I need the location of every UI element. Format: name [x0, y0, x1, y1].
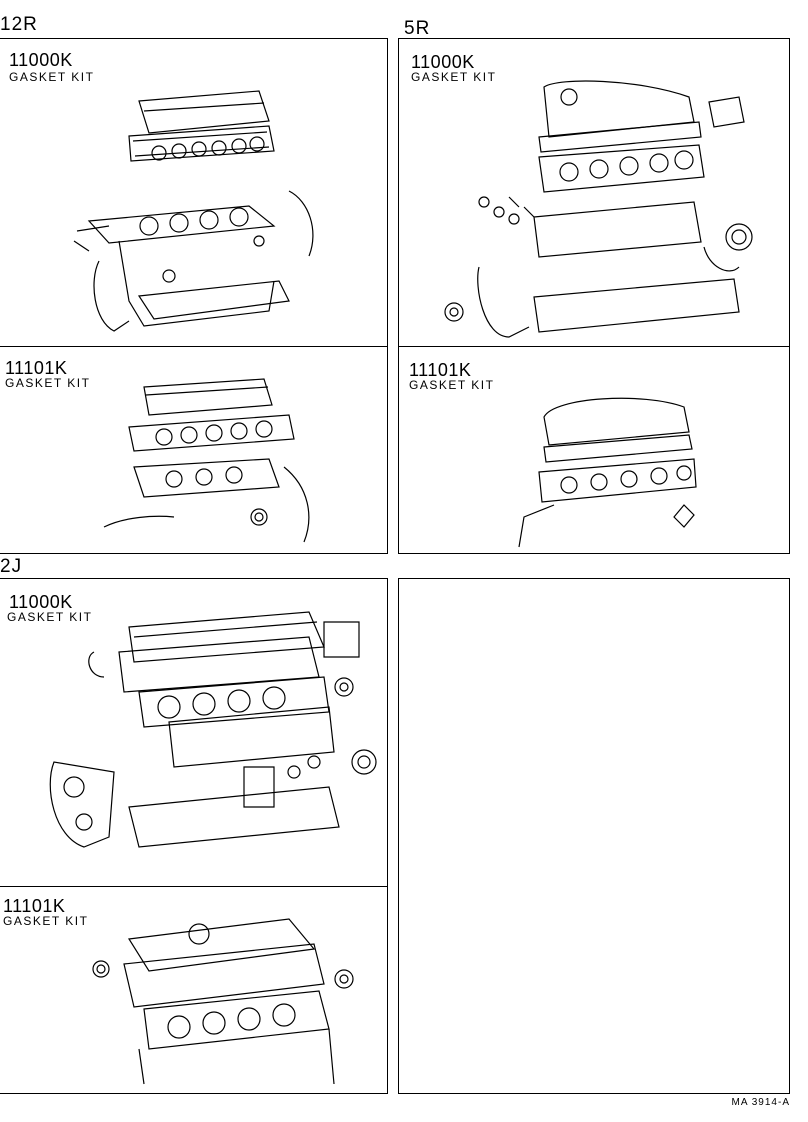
- part-code: 11101K: [409, 360, 472, 380]
- part-description: GASKET KIT: [9, 70, 95, 84]
- kit-5r-11101k: 11101K GASKET KIT: [399, 346, 789, 554]
- part-description: GASKET KIT: [7, 610, 93, 624]
- kit-5r-11000k: 11000K GASKET KIT: [399, 39, 789, 347]
- head-gasket-set-illustration: [89, 899, 379, 1089]
- part-description: GASKET KIT: [3, 914, 89, 928]
- section-label-12r: 12R: [0, 14, 38, 35]
- head-gasket-set-illustration: [514, 387, 714, 549]
- kit-2j-11000k: 11000K GASKET KIT: [0, 579, 387, 887]
- engine-gasket-set-illustration: [439, 67, 779, 342]
- part-code: 11000K: [9, 592, 73, 612]
- kit-12r-11101k: 11101K GASKET KIT: [0, 346, 387, 554]
- part-description: GASKET KIT: [409, 378, 495, 392]
- panel-2j: 11000K GASKET KIT 11101K GASKET: [0, 578, 388, 1094]
- head-gasket-set-illustration: [94, 367, 334, 547]
- part-description: GASKET KIT: [411, 70, 497, 84]
- engine-gasket-set-illustration: [39, 597, 384, 879]
- part-code: 11000K: [9, 50, 73, 70]
- figure-reference: MA 3914-A: [731, 1097, 790, 1108]
- kit-12r-11000k: 11000K GASKET KIT: [0, 39, 387, 347]
- part-description: GASKET KIT: [5, 376, 91, 390]
- panel-12r: 11000K GASKET KIT 11101K GASKET KIT: [0, 38, 388, 554]
- kit-2j-11101k: 11101K GASKET KIT: [0, 886, 387, 1094]
- engine-gasket-set-illustration: [69, 81, 349, 341]
- section-label-2j: 2J: [0, 556, 23, 577]
- panel-5r: 11000K GASKET KIT 11101K GASKET KIT: [398, 38, 790, 554]
- section-label-5r: 5R: [404, 18, 431, 39]
- part-code: 11101K: [5, 358, 68, 378]
- part-code: 11000K: [411, 52, 475, 72]
- part-code: 11101K: [3, 896, 66, 916]
- empty-panel: [398, 578, 790, 1094]
